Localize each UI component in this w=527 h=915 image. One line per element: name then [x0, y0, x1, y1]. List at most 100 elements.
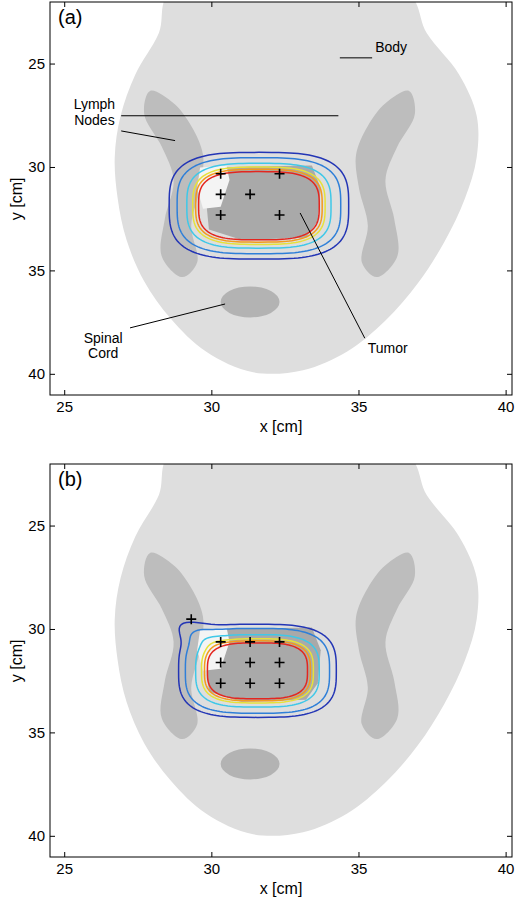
tick-mark — [358, 464, 359, 857]
annotation-label: Spinal Cord — [79, 331, 127, 362]
axes-frame — [50, 464, 512, 857]
dose-contour — [199, 172, 320, 240]
x-axis-title-holder: x [cm] — [260, 418, 303, 436]
annotation-label: Lymph Nodes — [71, 97, 119, 128]
x-tick-label: 30 — [204, 399, 221, 416]
y-tick-label: 30 — [28, 159, 45, 176]
beam-spot-marker — [275, 210, 285, 220]
beam-spot-marker — [245, 189, 255, 199]
lymph-node-region — [144, 553, 204, 739]
x-tick-label: 30 — [204, 861, 221, 878]
beam-spot-marker — [275, 678, 285, 688]
body-region — [115, 464, 479, 836]
beam-spot-marker — [216, 169, 226, 179]
x-tick-label: 35 — [351, 861, 368, 878]
dose-contour — [196, 169, 323, 242]
y-tick-label-holder: 30 — [28, 159, 45, 176]
y-tick-label-holder: 25 — [28, 518, 45, 535]
panel-label-holder: (a) — [58, 6, 82, 28]
y-tick-label: 35 — [28, 725, 45, 742]
tick-mark — [50, 167, 512, 168]
beam-spot-marker — [275, 169, 285, 179]
tick-mark — [506, 464, 507, 857]
x-tick-label-holder: 25 — [56, 861, 73, 878]
x-axis-title: x [cm] — [260, 418, 303, 436]
beam-spot-marker — [216, 210, 226, 220]
y-tick-label-holder: 35 — [28, 725, 45, 742]
y-tick-label: 25 — [28, 56, 45, 73]
y-tick-label: 35 — [28, 263, 45, 280]
y-axis-title-holder: y [cm] — [7, 639, 25, 682]
leader-line — [300, 213, 365, 338]
x-tick-label: 35 — [351, 399, 368, 416]
x-tick-label: 25 — [56, 861, 73, 878]
ct-slice — [115, 2, 479, 374]
dose-contour — [196, 635, 320, 707]
beam-spot-marker — [186, 614, 196, 624]
beam-spot-marker — [245, 637, 255, 647]
tick-mark — [64, 2, 65, 395]
tick-mark — [50, 64, 512, 65]
dose-contour — [204, 641, 310, 701]
y-axis-title-holder: y [cm] — [7, 177, 25, 220]
x-tick-label-holder: 35 — [351, 399, 368, 416]
x-tick-label-holder: 30 — [204, 399, 221, 416]
y-tick-label-holder: 40 — [28, 366, 45, 383]
tick-mark — [211, 2, 212, 395]
tick-mark — [50, 526, 512, 527]
annotation-label: Tumor — [368, 341, 408, 356]
ct-slice — [115, 464, 479, 836]
x-axis-title-holder: x [cm] — [260, 880, 303, 898]
annotation-label: Body — [375, 40, 407, 55]
beam-spot-marker — [245, 678, 255, 688]
beam-spot-marker — [216, 658, 226, 668]
dose-contour — [169, 152, 349, 259]
y-tick-label: 40 — [28, 366, 45, 383]
x-tick-label-holder: 25 — [56, 399, 73, 416]
annotation-label-holder: Body — [375, 40, 407, 55]
y-axis-title: y [cm] — [7, 177, 25, 220]
dose-contour — [202, 639, 314, 703]
annotation-label-holder: Tumor — [368, 341, 408, 356]
x-tick-label: 40 — [498, 399, 515, 416]
x-tick-label-holder: 40 — [498, 399, 515, 416]
body-region — [115, 2, 479, 374]
y-tick-label: 30 — [28, 621, 45, 638]
x-tick-label-holder: 35 — [351, 861, 368, 878]
annotation-label-holder: Spinal Cord — [79, 331, 127, 362]
panel-label-holder: (b) — [58, 468, 82, 490]
tick-mark — [64, 464, 65, 857]
beam-spot-marker — [216, 637, 226, 647]
y-tick-label-holder: 40 — [28, 828, 45, 845]
dose-contour — [179, 622, 337, 717]
lymph-node-region — [356, 91, 416, 277]
beam-spot-marker — [216, 678, 226, 688]
annotation-label-holder: Lymph Nodes — [71, 97, 119, 128]
beam-spot-marker — [245, 658, 255, 668]
panel-label: (b) — [58, 468, 82, 490]
beam-spot-marker — [216, 189, 226, 199]
dose-contour — [207, 643, 307, 699]
y-tick-label-holder: 30 — [28, 621, 45, 638]
axes-frame — [50, 2, 512, 395]
tick-mark — [50, 629, 512, 630]
leader-line — [121, 131, 175, 141]
lymph-node-region — [356, 553, 416, 739]
dose-contour — [193, 167, 325, 244]
spinal-cord-region — [221, 748, 280, 779]
leader-lines — [121, 58, 372, 338]
tick-mark — [50, 836, 512, 837]
tick-mark — [211, 464, 212, 857]
x-tick-label-holder: 30 — [204, 861, 221, 878]
dose-contour — [185, 628, 329, 713]
y-tick-label: 25 — [28, 518, 45, 535]
y-tick-label: 40 — [28, 828, 45, 845]
leader-line — [340, 57, 372, 58]
y-tick-label-holder: 35 — [28, 263, 45, 280]
dose-contour — [187, 163, 331, 248]
y-tick-label-holder: 25 — [28, 56, 45, 73]
lymph-node-region — [144, 91, 204, 277]
beam-spot-marker — [275, 658, 285, 668]
